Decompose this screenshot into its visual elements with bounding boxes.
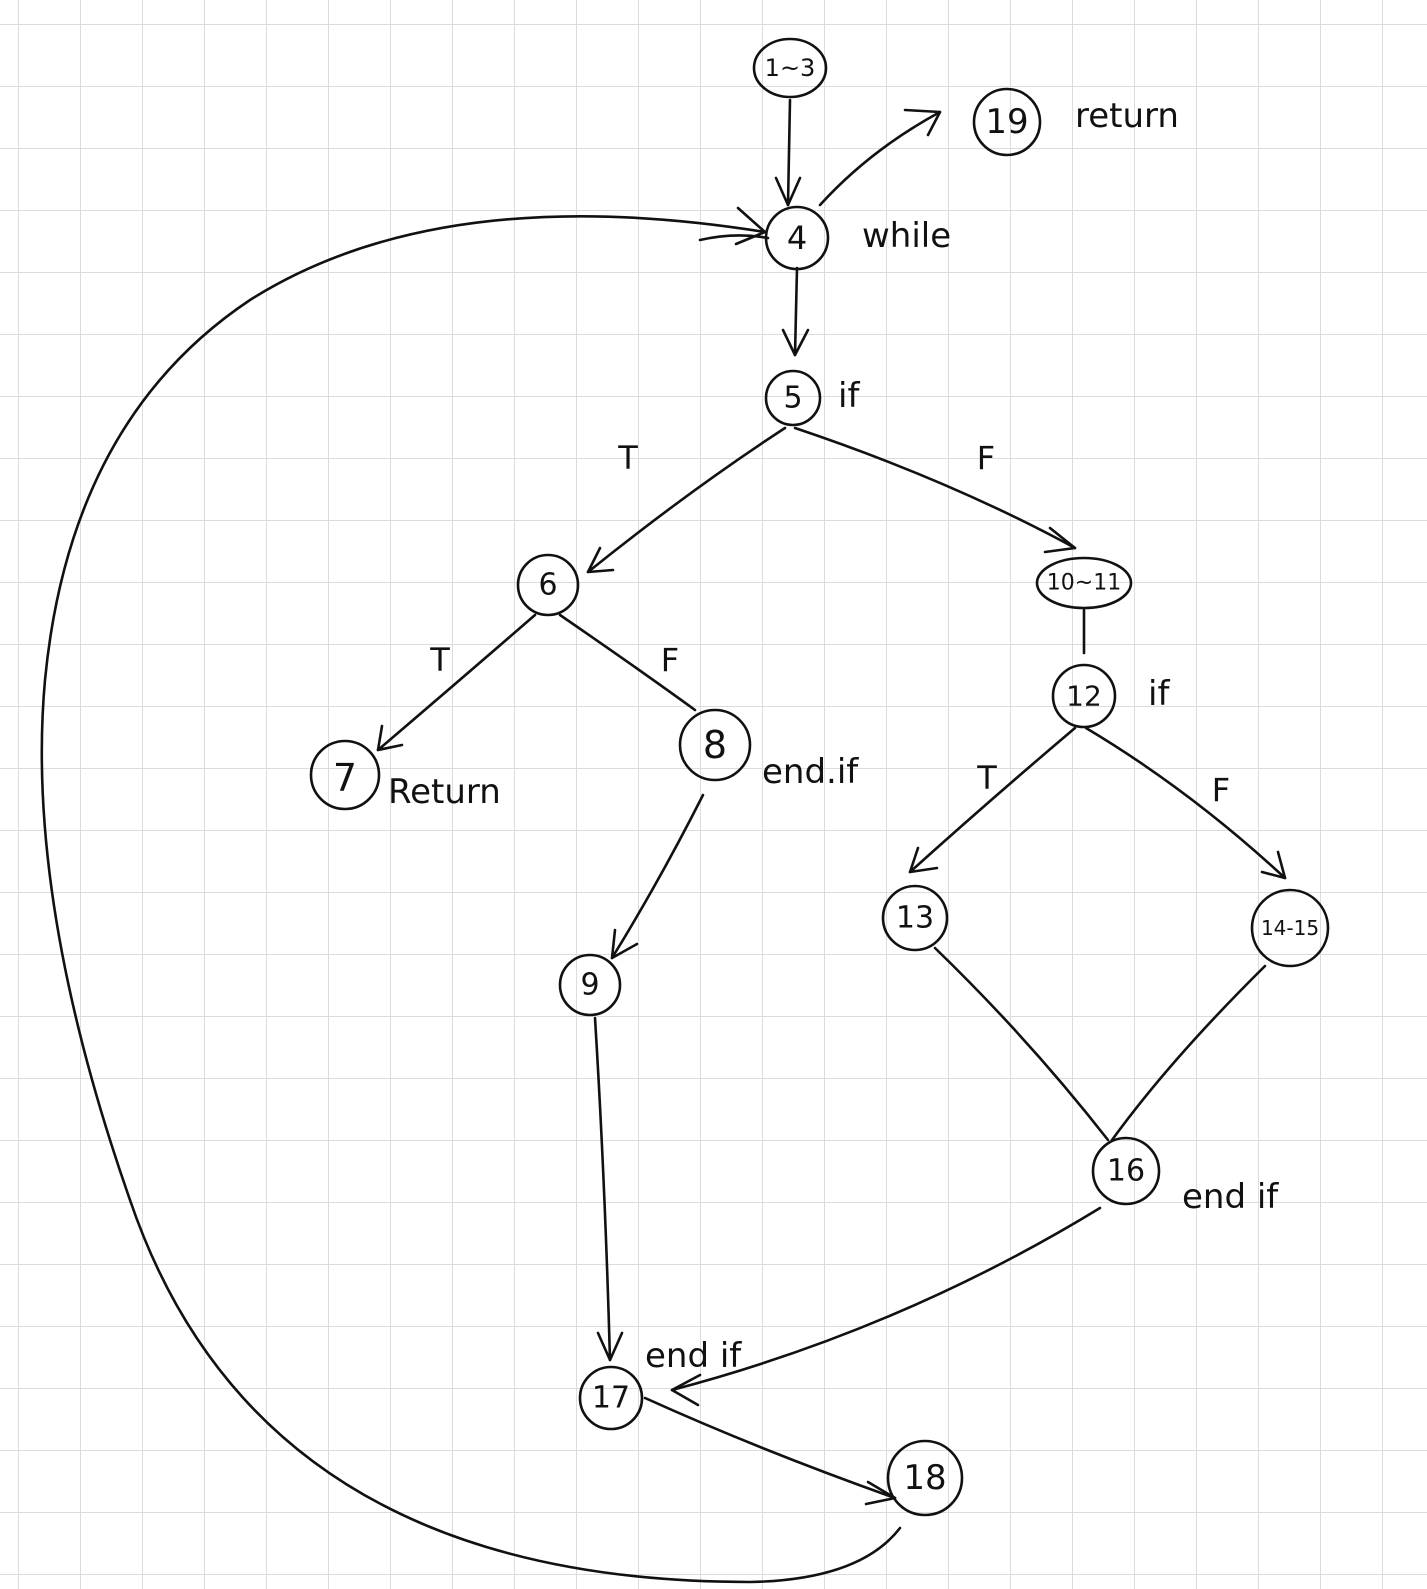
node-16: 16 [1091, 1136, 1161, 1206]
annotation-endif-8: end.if [762, 752, 859, 792]
branch-label-12-true: T [976, 759, 997, 797]
node-4-label: 4 [787, 219, 807, 257]
node-8-label: 8 [703, 723, 727, 767]
annotation-while-4: while [862, 216, 951, 256]
edge-13-to-16 [933, 946, 1110, 1142]
edge-9-to-17 [593, 1016, 612, 1362]
node-18-label: 18 [903, 1458, 946, 1498]
node-4: 4 [764, 205, 830, 271]
arrowhead-5-to-10-11 [1043, 526, 1077, 554]
node-12: 12 [1051, 663, 1117, 729]
arrowhead-12-to-14-15 [1260, 850, 1287, 880]
node-10-11: 10~11 [1035, 556, 1133, 610]
arrowhead-16-to-17 [670, 1373, 702, 1407]
node-7: 7 [309, 739, 381, 811]
arrowhead-5-to-6 [586, 546, 615, 574]
node-14-15: 14-15 [1250, 888, 1330, 968]
edge-entry-stroke-4 [698, 234, 770, 242]
node-5-label: 5 [783, 381, 802, 416]
node-8: 8 [678, 708, 752, 782]
annotation-return-19: return [1075, 96, 1179, 136]
node-1-3: 1~3 [752, 37, 828, 99]
node-12-label: 12 [1066, 680, 1102, 713]
branch-label-5-true: T [617, 439, 638, 477]
arrowhead-4-to-19 [903, 108, 942, 137]
annotation-return-7: Return [388, 772, 501, 812]
arrowhead-6-to-7 [376, 724, 404, 752]
edge-1-3-to-4 [786, 98, 792, 207]
arrowhead-12-to-13 [908, 846, 939, 874]
node-10-11-label: 10~11 [1047, 571, 1121, 596]
arrowhead-9-to-17 [596, 1331, 624, 1362]
node-16-label: 16 [1107, 1154, 1145, 1189]
branch-label-12-false: F [1212, 771, 1230, 809]
node-17: 17 [578, 1365, 644, 1431]
edge-6-to-7 [376, 613, 537, 752]
arrowhead-1-3-to-4 [774, 176, 802, 207]
node-17-label: 17 [592, 1381, 630, 1416]
node-19: 19 [972, 87, 1042, 157]
node-9: 9 [558, 953, 622, 1017]
branch-label-5-false: F [977, 439, 995, 477]
edge-5-to-10-11 [793, 426, 1077, 550]
annotation-if-5: if [838, 376, 860, 416]
edge-18-to-4-loop [40, 214, 902, 1584]
edge-6-to-8 [558, 613, 697, 712]
node-19-label: 19 [985, 102, 1028, 142]
annotation-endif-16: end if [1182, 1177, 1279, 1217]
annotation-endif-17: end if [645, 1336, 742, 1376]
edge-12-to-14-15 [1084, 726, 1287, 880]
arrowhead-18-to-4-loop [734, 206, 767, 246]
edge-8-to-9 [610, 793, 705, 960]
annotation-if-12: if [1148, 674, 1170, 714]
node-6-label: 6 [538, 568, 557, 603]
edge-12-to-13 [908, 726, 1077, 874]
branch-label-6-false: F [661, 641, 679, 679]
arrowhead-4-to-5 [781, 328, 810, 357]
edge-16-to-17 [670, 1206, 1102, 1392]
node-13-label: 13 [896, 901, 934, 936]
edge-4-to-5 [793, 266, 799, 357]
node-13: 13 [881, 884, 949, 952]
node-7-label: 7 [333, 756, 357, 800]
node-18: 18 [886, 1439, 964, 1517]
node-6: 6 [516, 553, 580, 617]
node-9-label: 9 [580, 968, 599, 1003]
edge-17-to-18 [643, 1396, 897, 1500]
edge-5-to-6 [586, 426, 787, 574]
edge-14-15-to-16 [1110, 964, 1267, 1142]
arrowhead-8-to-9 [610, 928, 639, 960]
node-14-15-label: 14-15 [1261, 916, 1319, 940]
edge-4-to-19 [818, 110, 942, 207]
node-5: 5 [764, 369, 822, 427]
node-1-3-label: 1~3 [765, 54, 816, 82]
branch-label-6-true: T [429, 641, 450, 679]
